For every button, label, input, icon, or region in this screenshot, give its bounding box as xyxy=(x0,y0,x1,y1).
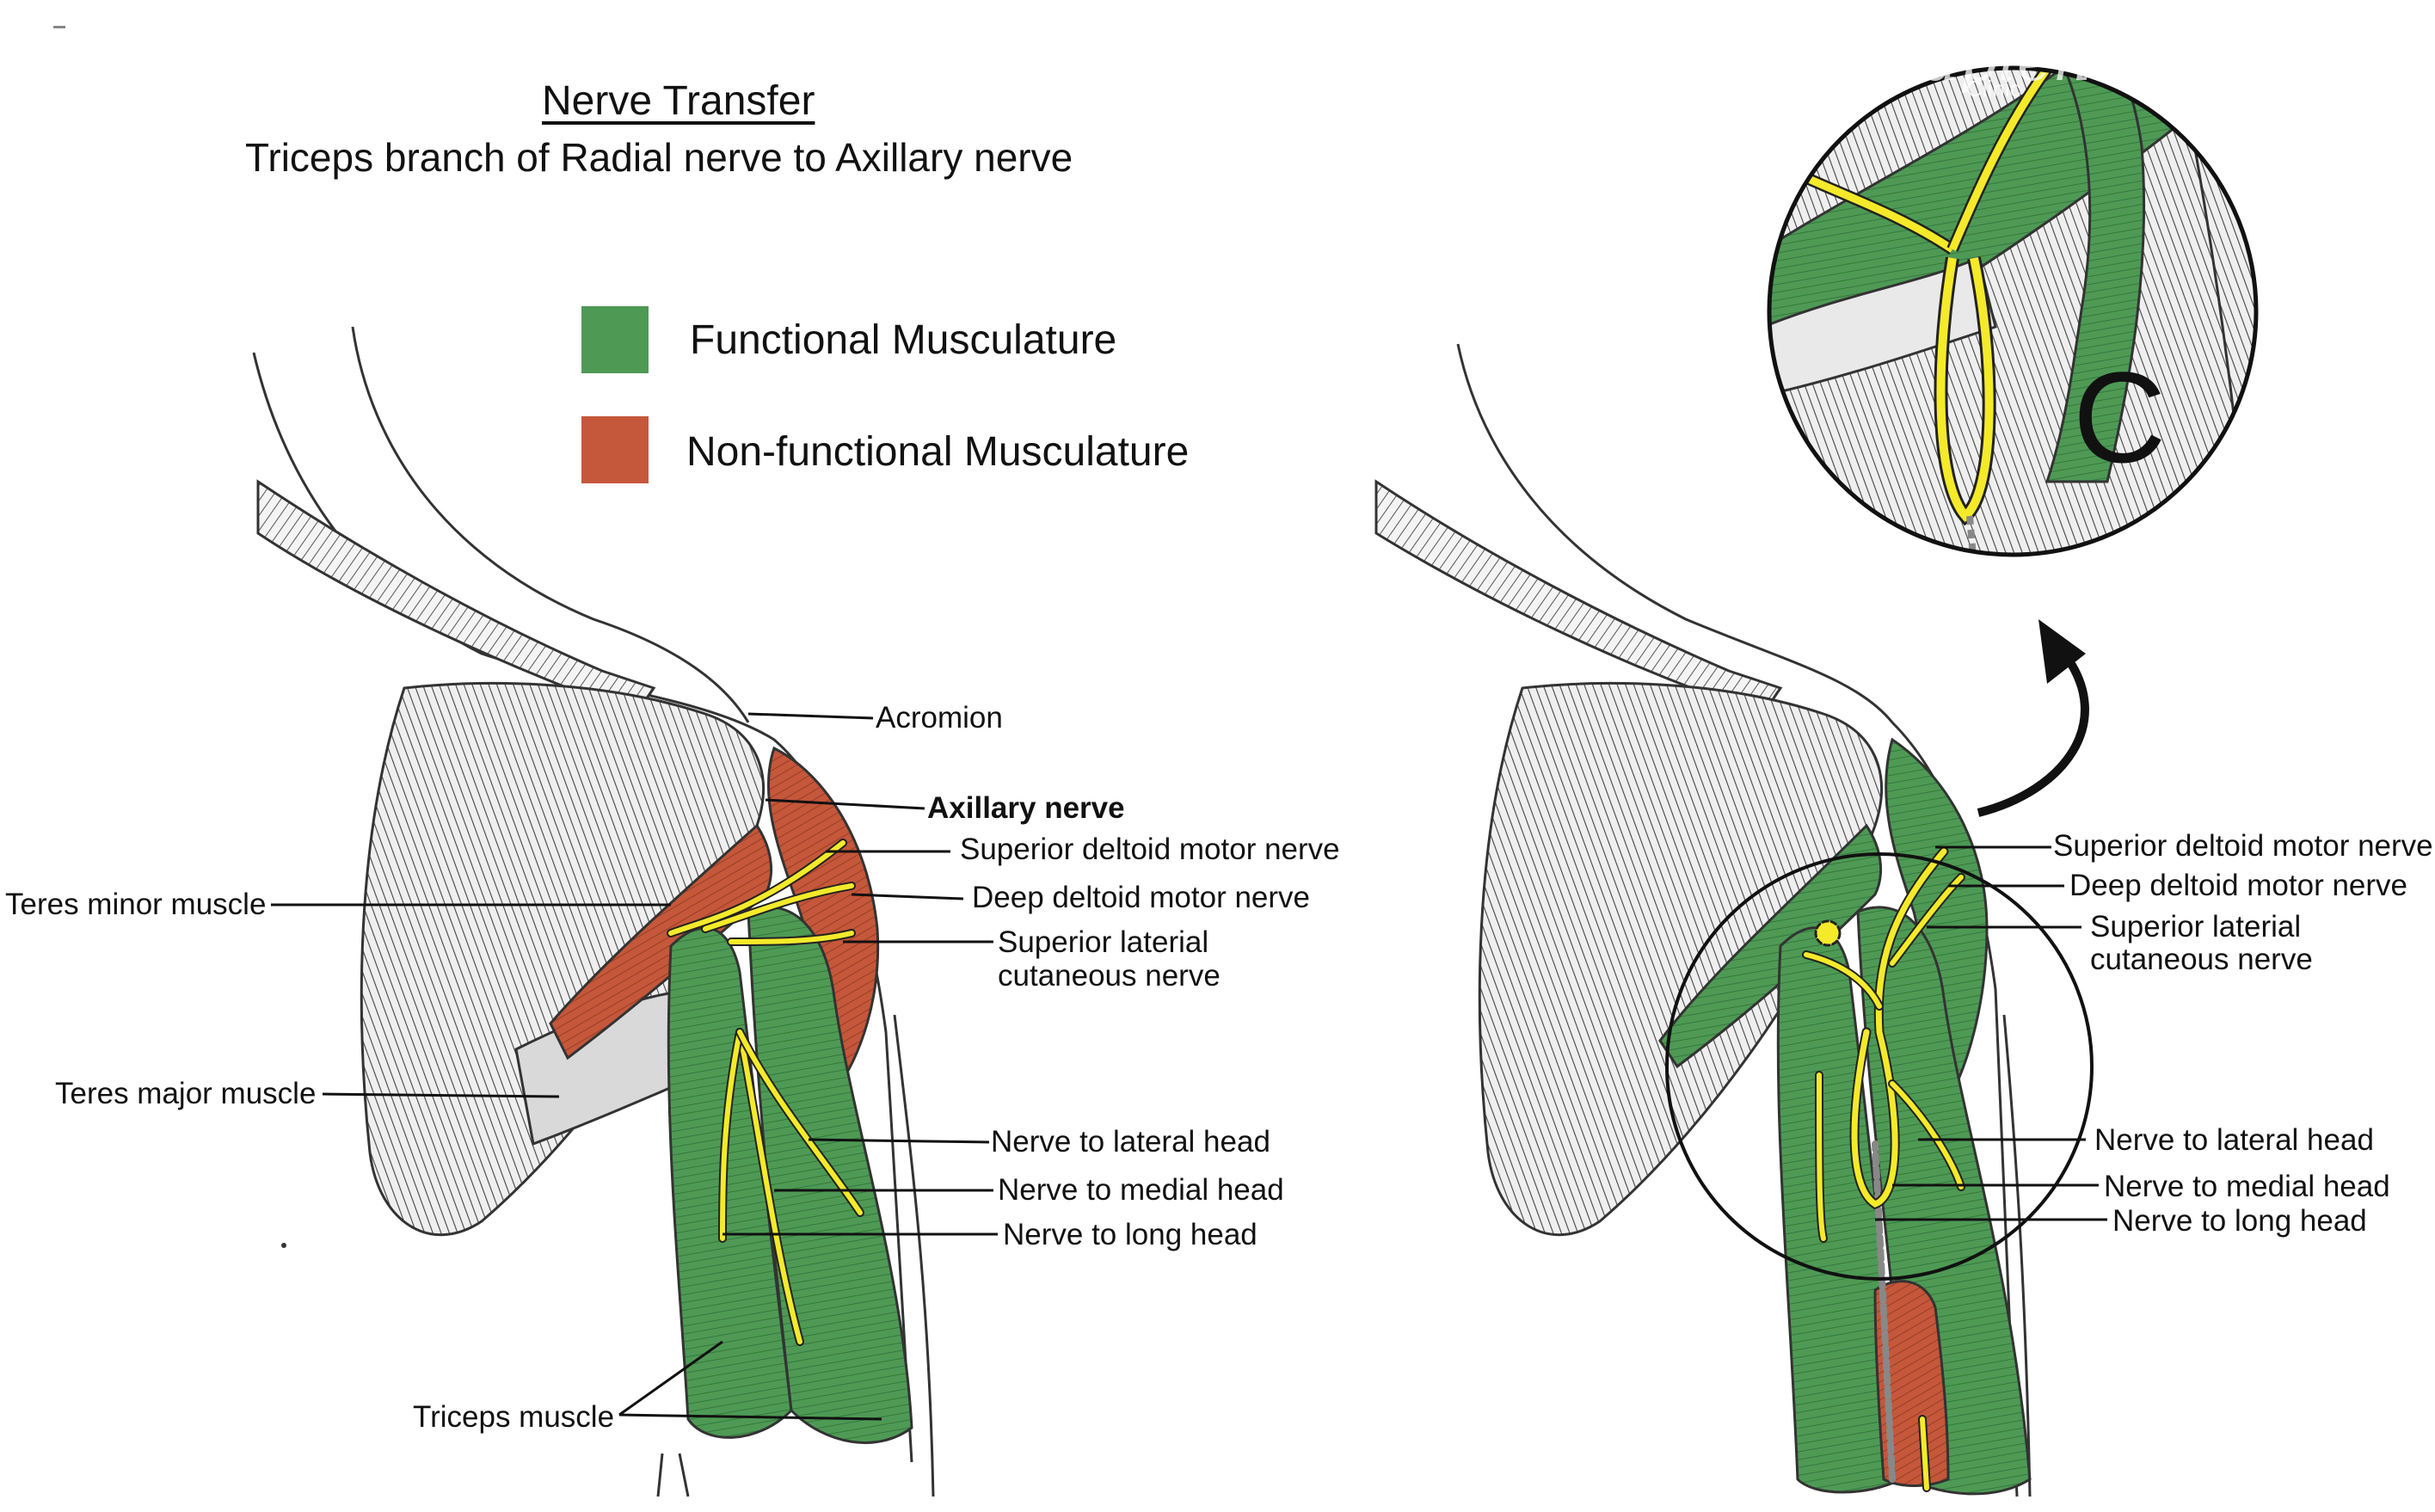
page-title: Nerve Transfer xyxy=(542,78,815,124)
label-deep-deltoid-right: Deep deltoid motor nerve xyxy=(2069,869,2407,902)
label-axillary-nerve: Axillary nerve xyxy=(927,791,1125,825)
right-shoulder-figure xyxy=(1374,65,2259,1497)
left-teres-minor-nonfunctional xyxy=(549,823,773,1060)
label-teres-major: Teres major muscle xyxy=(55,1077,317,1110)
right-scapula xyxy=(1478,681,1883,1237)
label-superior-deltoid-left: Superior deltoid motor nerve xyxy=(960,833,1340,866)
inset-magnified-view xyxy=(1767,65,2259,557)
page-subtitle: Triceps branch of Radial nerve to Axilla… xyxy=(245,135,1073,180)
label-superior-deltoid-right: Superior deltoid motor nerve xyxy=(2053,829,2433,863)
right-teres-minor-functional xyxy=(1658,823,1883,1069)
left-trapezius xyxy=(256,479,656,716)
left-neck-contour xyxy=(351,326,750,723)
right-curved-arrow-head xyxy=(2038,619,2086,684)
legend-swatch-nonfunctional xyxy=(581,416,649,483)
right-curved-arrow xyxy=(1977,651,2089,817)
label-lateral-head-right: Nerve to lateral head xyxy=(2094,1123,2374,1157)
right-magnify-region xyxy=(1665,852,2094,1281)
left-speck xyxy=(281,1243,286,1248)
left-leader-lines xyxy=(271,712,998,1421)
corner-mark xyxy=(53,26,65,28)
label-triceps: Triceps muscle xyxy=(413,1400,615,1434)
label-long-head-left: Nerve to long head xyxy=(1003,1218,1257,1251)
right-nerves xyxy=(1802,846,1965,1492)
label-medial-head-right: Nerve to medial head xyxy=(2104,1170,2390,1203)
left-nerves xyxy=(667,839,864,1346)
label-superior-lateral-1-left: Superior laterial xyxy=(998,925,1209,959)
right-leader-lines xyxy=(1875,845,2107,1221)
label-superior-lateral-2-right: cutaneous nerve xyxy=(2090,943,2313,976)
legend-label-nonfunctional: Non-functional Musculature xyxy=(686,429,1190,475)
legend-label-functional: Functional Musculature xyxy=(690,317,1117,363)
label-superior-lateral-1-right: Superior laterial xyxy=(2090,910,2302,943)
label-medial-head-left: Nerve to medial head xyxy=(998,1173,1284,1207)
watermark-logo: Sapiens xyxy=(1882,24,2123,95)
legend-swatch-functional xyxy=(581,306,649,373)
label-lateral-head-left: Nerve to lateral head xyxy=(991,1125,1270,1159)
right-humerus-line xyxy=(2002,1014,2032,1497)
watermark-logo-sub: Clinic xyxy=(1966,76,2021,101)
left-arm-lower-lines xyxy=(656,1453,690,1497)
label-teres-minor: Teres minor muscle xyxy=(5,888,267,921)
label-deep-deltoid-left: Deep deltoid motor nerve xyxy=(972,881,1310,914)
label-acromion: Acromion xyxy=(876,701,1003,734)
right-trapezius xyxy=(1374,479,1783,716)
label-superior-lateral-2-left: cutaneous nerve xyxy=(998,959,1221,993)
label-long-head-right: Nerve to long head xyxy=(2112,1204,2367,1238)
inset-letter: C xyxy=(2073,345,2167,489)
left-shoulder-figure xyxy=(252,326,998,1497)
